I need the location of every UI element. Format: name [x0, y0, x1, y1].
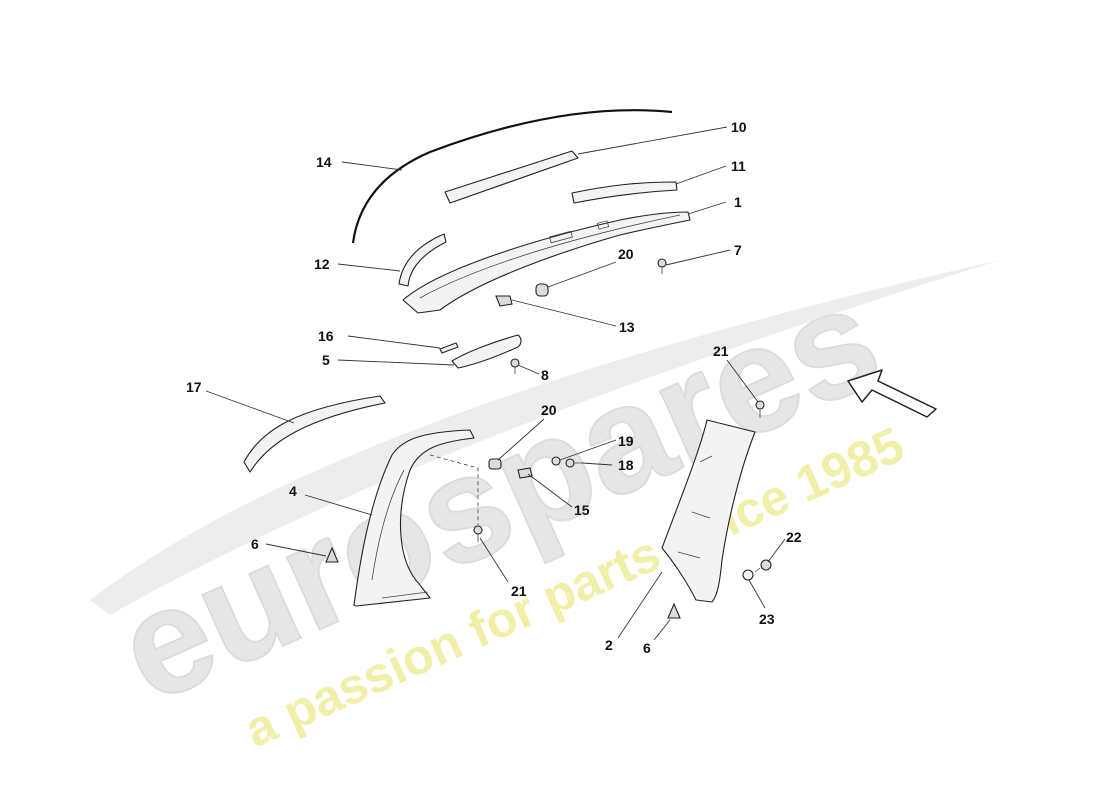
callout-1: 1 [734, 194, 742, 210]
callout-6-right: 6 [643, 640, 651, 656]
part-2-detail [677, 455, 713, 559]
part-17-pillar-trim [243, 395, 386, 473]
callout-14: 14 [316, 154, 332, 170]
leader-lines [205, 126, 786, 641]
assembly-line [429, 454, 479, 525]
callout-6-left: 6 [251, 536, 259, 552]
part-19-washer [551, 456, 561, 466]
callout-21-upper: 21 [713, 343, 729, 359]
callout-13: 13 [619, 319, 635, 335]
callout-22: 22 [786, 529, 802, 545]
part-7-screw [657, 258, 667, 274]
part-15-clip [517, 467, 533, 479]
callout-labels: 14 10 11 1 12 20 7 13 16 5 8 21 17 20 19… [186, 119, 802, 656]
callout-17: 17 [186, 379, 202, 395]
callout-12: 12 [314, 256, 330, 272]
parts [243, 109, 772, 619]
part-18-screw [565, 458, 582, 468]
callout-2: 2 [605, 637, 613, 653]
callout-21-lower: 21 [511, 583, 527, 599]
callout-20-middle: 20 [541, 402, 557, 418]
part-1-header-rail [402, 211, 691, 314]
part-4-detail [371, 469, 429, 599]
part-23-washer [742, 569, 754, 581]
callout-10: 10 [731, 119, 747, 135]
watermark: eurospares a passion for parts since 198… [90, 251, 1000, 758]
callout-23: 23 [759, 611, 775, 627]
part-21-screw-upper [755, 400, 765, 418]
part-22-bolt [754, 559, 772, 573]
part-13-clip [495, 295, 513, 307]
callout-11: 11 [731, 158, 746, 174]
part-1-detail [419, 214, 681, 299]
part-16-small-bracket [439, 342, 459, 354]
callout-5: 5 [322, 352, 330, 368]
callout-4: 4 [289, 483, 297, 499]
callout-7: 7 [734, 242, 742, 258]
part-21-screw-lower [473, 525, 483, 542]
part-11-trim-strip [571, 181, 678, 204]
part-4-pillar-trim [353, 429, 475, 607]
part-20-clip-top [535, 283, 549, 297]
part-10-trim-strip [444, 150, 579, 204]
part-20-clip-middle [488, 458, 502, 470]
part-6-clip-right [667, 602, 681, 619]
callout-19: 19 [618, 433, 634, 449]
part-2-b-pillar-trim [661, 419, 756, 603]
direction-arrow-icon [847, 369, 937, 418]
part-1-slot [549, 230, 573, 244]
callout-15: 15 [574, 502, 590, 518]
part-5-visor-mount [451, 334, 522, 369]
part-14-roof-trim-strip [351, 109, 673, 244]
part-1-slot-2 [596, 220, 610, 230]
part-8-screw [510, 358, 520, 374]
callout-8: 8 [541, 367, 549, 383]
callout-20-top: 20 [618, 246, 634, 262]
part-12-trim-piece [398, 233, 447, 287]
part-6-clip-left [325, 546, 339, 563]
callout-18: 18 [618, 457, 634, 473]
callout-16: 16 [318, 328, 334, 344]
